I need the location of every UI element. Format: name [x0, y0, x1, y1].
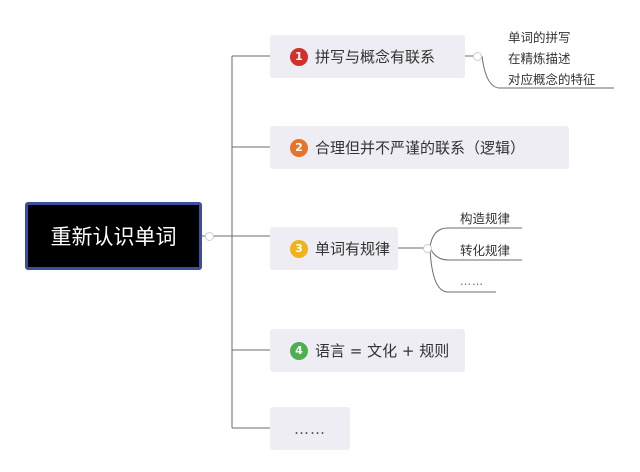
branch-label-5: ……: [294, 419, 326, 438]
branch-node-2[interactable]: 2 合理但并不严谨的联系（逻辑）: [270, 126, 569, 169]
child-item-1[interactable]: 构造规律: [460, 211, 511, 226]
branch-label-4: 语言 = 文化 + 规则: [315, 342, 450, 360]
child-item-2[interactable]: 转化规律: [460, 243, 511, 258]
branch-label-2: 合理但并不严谨的联系（逻辑）: [315, 139, 526, 157]
child-item-3[interactable]: ……: [460, 275, 484, 288]
root-joint[interactable]: [205, 232, 214, 241]
note-line-3: 对应概念的特征: [508, 72, 596, 87]
root-label: 重新认识单词: [50, 225, 177, 249]
branch-node-5[interactable]: ……: [270, 407, 350, 450]
branch-label-1: 拼写与概念有联系: [315, 48, 436, 66]
child-connector-3: [429, 247, 496, 293]
number-badge-1: 1: [290, 47, 308, 66]
branch-node-1[interactable]: 1 拼写与概念有联系: [270, 35, 465, 78]
note-line-1: 单词的拼写: [508, 30, 571, 45]
note-line-2: 在精炼描述: [508, 51, 571, 66]
number-badge-4: 4: [290, 341, 308, 360]
branch-label-3: 单词有规律: [315, 240, 391, 258]
number-badge-2: 2: [290, 138, 308, 157]
number-badge-3: 3: [290, 239, 308, 258]
root-node[interactable]: 重新认识单词: [25, 202, 202, 270]
branch-node-3[interactable]: 3 单词有规律: [270, 227, 398, 270]
child-connector-1: [429, 227, 522, 249]
branch3-joint[interactable]: [423, 244, 432, 253]
branch1-joint[interactable]: [473, 52, 482, 61]
note-bracket: [481, 55, 614, 89]
branch-node-4[interactable]: 4 语言 = 文化 + 规则: [270, 329, 465, 372]
